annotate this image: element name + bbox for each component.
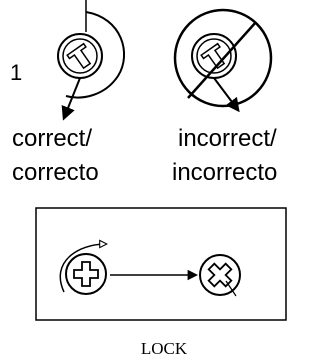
correct-example: 1 correct/ correcto xyxy=(10,0,126,186)
incorrect-example: incorrect/ incorrecto xyxy=(172,8,277,186)
lock-label: LOCK xyxy=(141,339,188,358)
rotation-hint-arc xyxy=(59,244,106,293)
caption-correct-es: correcto xyxy=(12,159,99,186)
lock-diagram xyxy=(35,207,287,321)
prohibition-slash-icon xyxy=(187,21,257,99)
screw-head-icon xyxy=(57,33,103,79)
rotation-arc xyxy=(65,11,126,99)
locked-x-slot-icon xyxy=(199,254,241,297)
direction-arrow xyxy=(61,77,81,121)
prohibition-circle xyxy=(173,8,273,108)
caption-incorrect-es: incorrecto xyxy=(172,159,277,186)
step-number: 1 xyxy=(10,60,22,85)
plus-slot-icon xyxy=(65,253,107,295)
caption-correct-en: correct/ xyxy=(12,125,92,152)
caption-incorrect-en: incorrect/ xyxy=(178,125,277,152)
wrong-direction-arrow xyxy=(213,77,240,113)
screw-head-icon xyxy=(191,33,237,79)
